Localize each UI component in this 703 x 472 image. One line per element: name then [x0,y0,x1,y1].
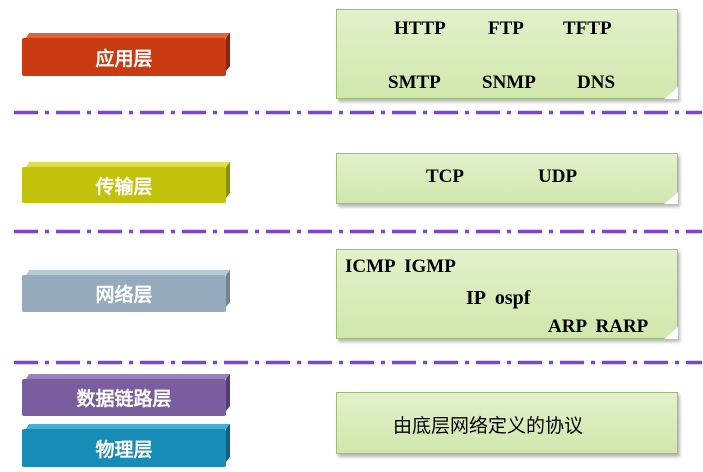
protocol-http: HTTP [394,18,446,39]
transport-protocols-box: TCP UDP [336,153,678,204]
layer-network: 网络层 [22,275,226,312]
protocol-dns: DNS [577,72,616,93]
protocol-smtp: SMTP [388,72,441,93]
lower-protocols-box: 由底层网络定义的协议 [336,392,678,454]
folded-corner [664,192,678,204]
folded-corner [664,87,678,99]
layer-separator [14,110,702,115]
layer-transport: 传输层 [22,167,226,203]
protocol-icmp-igmp: ICMP IGMP [345,256,456,277]
protocol-udp: UDP [538,166,578,187]
protocol-tftp: TFTP [563,18,612,39]
layer-application: 应用层 [22,38,226,76]
layer-separator [14,360,702,365]
folded-corner [664,327,678,339]
layer-physical-label: 物理层 [95,438,153,461]
network-protocols-box: ICMP IGMP IP ospf ARP RARP [336,249,678,339]
protocol-ip-ospf: IP ospf [466,287,531,309]
protocol-lower-note: 由底层网络定义的协议 [393,415,584,437]
protocol-tcp: TCP [426,166,464,187]
layer-physical: 物理层 [22,429,226,467]
protocol-snmp: SNMP [482,72,536,93]
protocol-ftp: FTP [488,18,524,39]
protocol-arp-rarp: ARP RARP [548,316,649,337]
layer-separator [14,229,702,234]
layer-datalink-label: 数据链路层 [76,388,172,410]
layer-transport-label: 传输层 [95,175,153,198]
application-protocols-box: HTTP FTP TFTP SMTP SNMP DNS [336,9,678,99]
layer-datalink: 数据链路层 [22,379,226,416]
layer-network-label: 网络层 [95,284,153,306]
layer-application-label: 应用层 [95,47,153,70]
